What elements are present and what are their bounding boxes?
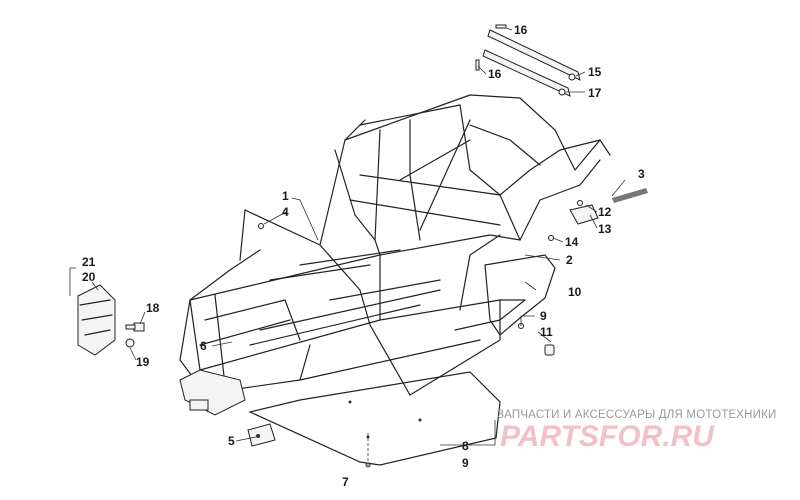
callout-labels: 1 4 2 3 5 6 7 8 9 9 10 11 12 13 14 15 16… [82, 23, 645, 489]
label-9-bottom: 9 [462, 456, 469, 470]
label-17: 17 [588, 86, 602, 100]
bracket-13 [569, 204, 599, 225]
screw-16a [495, 24, 507, 29]
label-10: 10 [568, 285, 582, 299]
watermark: ЗАПЧАСТИ И АКСЕССУАРЫ ДЛЯ МОТОТЕХНИКИ PA… [497, 409, 777, 453]
bolt-4 [258, 223, 264, 229]
label-2: 2 [566, 253, 573, 267]
label-4: 4 [282, 205, 289, 219]
grommet-11 [544, 344, 555, 356]
bolt-18 [125, 322, 145, 332]
label-11: 11 [540, 325, 553, 339]
label-8: 8 [462, 439, 469, 453]
washer-19 [125, 338, 135, 348]
label-3: 3 [638, 167, 645, 181]
decal-3 [612, 188, 648, 203]
leader-lines [69, 27, 626, 466]
label-7: 7 [342, 475, 349, 489]
label-9-right: 9 [540, 309, 547, 323]
label-16-top: 16 [514, 23, 528, 37]
label-15: 15 [588, 65, 602, 79]
watermark-logo: PARTSFOR.RU [500, 420, 715, 453]
skid-plate [248, 371, 501, 466]
label-5: 5 [228, 434, 235, 448]
label-1: 1 [282, 189, 289, 203]
label-19: 19 [136, 355, 150, 369]
front-bumper [179, 369, 246, 416]
screw-16b [475, 59, 480, 71]
rail-15 [487, 29, 581, 81]
front-guard [77, 284, 116, 356]
side-panel [484, 254, 556, 336]
label-20: 20 [82, 270, 96, 284]
frame-cage [179, 94, 611, 401]
label-12: 12 [598, 205, 612, 219]
label-18: 18 [146, 301, 160, 315]
bracket-5 [247, 423, 276, 447]
nut-12 [577, 200, 583, 206]
rail-17 [482, 49, 571, 97]
label-16-mid: 16 [488, 67, 502, 81]
watermark-tagline: ЗАПЧАСТИ И АКСЕССУАРЫ ДЛЯ МОТОТЕХНИКИ [497, 409, 777, 421]
label-13: 13 [598, 222, 612, 236]
label-6: 6 [200, 339, 207, 353]
label-21: 21 [82, 255, 96, 269]
nut-14 [548, 235, 554, 241]
label-14: 14 [565, 235, 579, 249]
